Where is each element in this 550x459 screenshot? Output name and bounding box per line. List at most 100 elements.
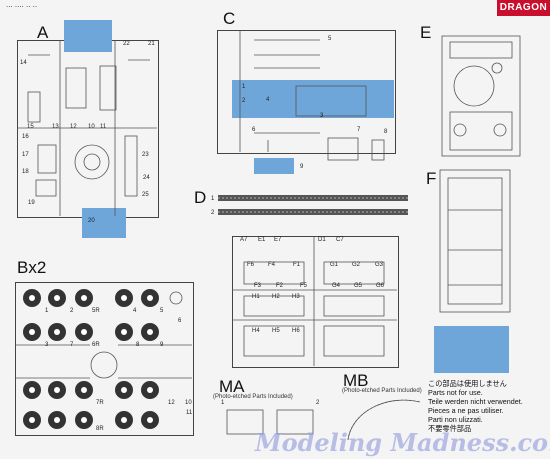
part-number-label: 9: [300, 164, 304, 170]
part-number-label: G2: [352, 262, 361, 268]
part-number-label: 21: [148, 41, 155, 47]
part-number-label: E7: [274, 237, 282, 243]
sprue-c-label: C: [223, 9, 236, 28]
mb-arc: [347, 399, 421, 441]
part-number-label: F1: [293, 262, 301, 268]
part-number-label: 8: [384, 129, 388, 135]
part-number-label: 5: [328, 36, 332, 42]
part-number-label: 1: [221, 400, 225, 406]
part-number-label: 14: [20, 60, 27, 66]
part-number-label: 5: [160, 308, 164, 314]
part-number-label: D1: [318, 237, 326, 243]
sprue-c-part-9: [254, 158, 294, 174]
part-number-label: 16: [22, 134, 29, 140]
part-number-label: 6: [252, 127, 256, 133]
part-number-label: G5: [354, 283, 363, 289]
part-number-label: 10: [88, 124, 95, 130]
part-number-label: F4: [268, 262, 276, 268]
part-number-label: 25: [142, 192, 149, 198]
part-number-label: H6: [292, 328, 300, 334]
sprue-d-label: D: [194, 188, 207, 207]
part-number-label: 2: [70, 308, 74, 314]
part-number-label: 24: [143, 175, 150, 181]
part-number-label: 3: [45, 342, 49, 348]
sprue-d-tracks: [218, 195, 408, 215]
part-number-label: 7: [70, 342, 74, 348]
sprue-c-parts: [239, 30, 385, 161]
part-number-label: 6: [178, 318, 182, 324]
sprue-g-parts: [232, 236, 397, 366]
part-number-label: G1: [330, 262, 339, 268]
part-number-label: 17: [22, 152, 29, 158]
part-number-label: G4: [332, 283, 341, 289]
part-number-label: 12: [70, 124, 77, 130]
part-number-label: 3: [320, 113, 324, 119]
part-number-label: A7: [240, 237, 248, 243]
part-number-label: G3: [375, 262, 384, 268]
part-number-label: 5R: [92, 308, 100, 314]
part-number-label: 23: [142, 152, 149, 158]
part-number-label: H5: [272, 328, 280, 334]
part-number-header: ... .... .. ..: [6, 0, 38, 9]
sprue-ma-label: MA: [219, 377, 245, 396]
sprue-mb-label: MB: [343, 371, 369, 390]
part-number-label: 2: [242, 98, 246, 104]
sprue-f-label: F: [426, 169, 437, 188]
sprue-e-label: E: [420, 23, 432, 42]
part-number-label: F5: [300, 283, 308, 289]
part-number-label: 9: [160, 342, 164, 348]
part-number-label: 7R: [96, 400, 104, 406]
part-number-label: 15: [27, 124, 34, 130]
unused-parts-swatch: [434, 326, 509, 373]
part-number-label: 2: [316, 400, 320, 406]
ma-plates: [226, 409, 314, 435]
part-number-label: 1: [211, 196, 215, 202]
mb-note: (Photo-etched Parts Included): [342, 388, 422, 394]
part-number-label: H1: [252, 294, 260, 300]
part-number-label: 19: [28, 200, 35, 206]
part-number-label: F2: [276, 283, 284, 289]
part-number-label: 4: [133, 308, 137, 314]
sprue-c-frame: [217, 30, 396, 154]
sprue-b-label: Bx2: [17, 258, 47, 277]
part-number-label: E1: [258, 237, 266, 243]
part-number-label: 4: [266, 97, 270, 103]
sprue-b-wheels: [15, 289, 192, 429]
sprue-a-label: A: [37, 23, 49, 42]
part-number-label: 1: [242, 84, 246, 90]
part-number-label: 1: [45, 308, 49, 314]
part-number-label: F3: [254, 283, 262, 289]
part-number-label: 10: [185, 400, 192, 406]
part-number-label: 6R: [92, 342, 100, 348]
part-number-label: 22: [123, 41, 130, 47]
part-number-label: G6: [376, 283, 385, 289]
sprue-g-frame: [232, 236, 399, 368]
sprue-a-parts: [17, 40, 157, 216]
part-number-label: H2: [272, 294, 280, 300]
watermark: Modeling Madness.com: [255, 428, 550, 457]
part-number-label: 12: [168, 400, 175, 406]
sprue-a-unused-top: [64, 20, 112, 52]
part-number-label: H4: [252, 328, 260, 334]
part-number-label: H3: [292, 294, 300, 300]
ma-note: (Photo-etched Parts Included): [213, 394, 293, 400]
part-number-label: 7: [357, 127, 361, 133]
part-number-label: 11: [100, 124, 107, 130]
part-number-label: F6: [247, 262, 255, 268]
part-number-label: 2: [211, 210, 215, 216]
dragon-logo: DRAGON: [497, 0, 550, 16]
sprue-a-unused-bottom: [82, 208, 126, 238]
part-number-label: 13: [52, 124, 59, 130]
part-number-label: 18: [22, 169, 29, 175]
sprue-b-frame: [15, 282, 194, 436]
part-f-hull: [439, 169, 511, 313]
part-number-label: 8: [136, 342, 140, 348]
unused-parts-legend: この部品は使用しません Parts not for use. Teile wer…: [428, 379, 523, 433]
part-number-label: C7: [336, 237, 344, 243]
part-number-label: 8R: [96, 426, 104, 432]
part-number-label: 20: [88, 218, 95, 224]
part-e-hull: [441, 35, 521, 157]
part-number-label: 11: [186, 410, 193, 416]
